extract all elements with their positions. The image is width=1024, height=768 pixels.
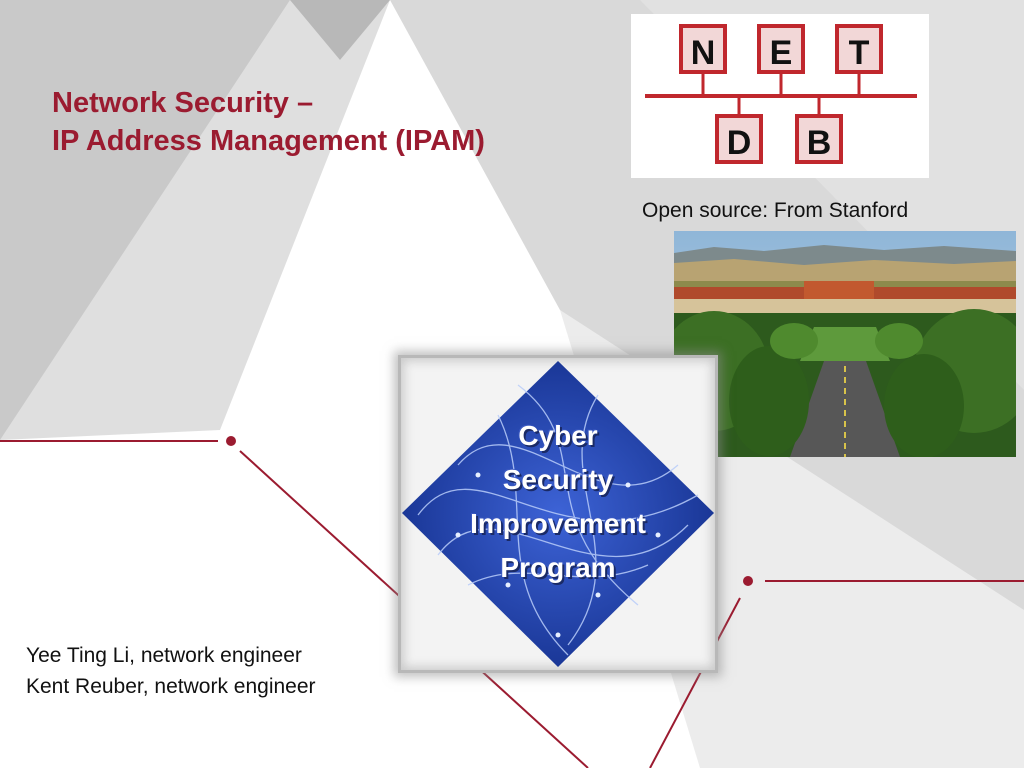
author-1: Yee Ting Li, network engineer <box>26 644 302 667</box>
author-2: Kent Reuber, network engineer <box>26 675 316 698</box>
accent-dot-right <box>743 576 753 586</box>
logo-box-n: N <box>679 24 727 74</box>
stanford-campus-photo <box>674 231 1016 457</box>
logo-box-t: T <box>835 24 883 74</box>
badge-line-4: Program <box>500 552 616 583</box>
netdb-logo: N E T D B <box>631 14 929 178</box>
logo-letter-d: D <box>727 124 752 162</box>
logo-letter-t: T <box>849 34 870 72</box>
accent-dot-left <box>226 436 236 446</box>
title-line-2: IP Address Management (IPAM) <box>52 125 485 157</box>
logo-box-e: E <box>757 24 805 74</box>
logo-box-b: B <box>795 114 843 164</box>
badge-line-3: Improvement <box>470 508 646 539</box>
accent-diagonal-right <box>649 597 741 768</box>
authors-block: Yee Ting Li, network engineer Kent Reube… <box>26 640 316 702</box>
logo-letter-e: E <box>770 34 793 72</box>
logo-letter-n: N <box>691 34 716 72</box>
logo-letter-b: B <box>807 124 832 162</box>
logo-box-d: D <box>715 114 763 164</box>
cyber-badge-diamond <box>402 361 714 667</box>
photo-caption: Open source: From Stanford <box>642 199 909 222</box>
badge-line-2: Security <box>502 464 614 495</box>
slide-title: Network Security – IP Address Management… <box>52 84 485 160</box>
badge-line-1: Cyber <box>518 420 598 451</box>
title-line-1: Network Security – <box>52 87 314 119</box>
